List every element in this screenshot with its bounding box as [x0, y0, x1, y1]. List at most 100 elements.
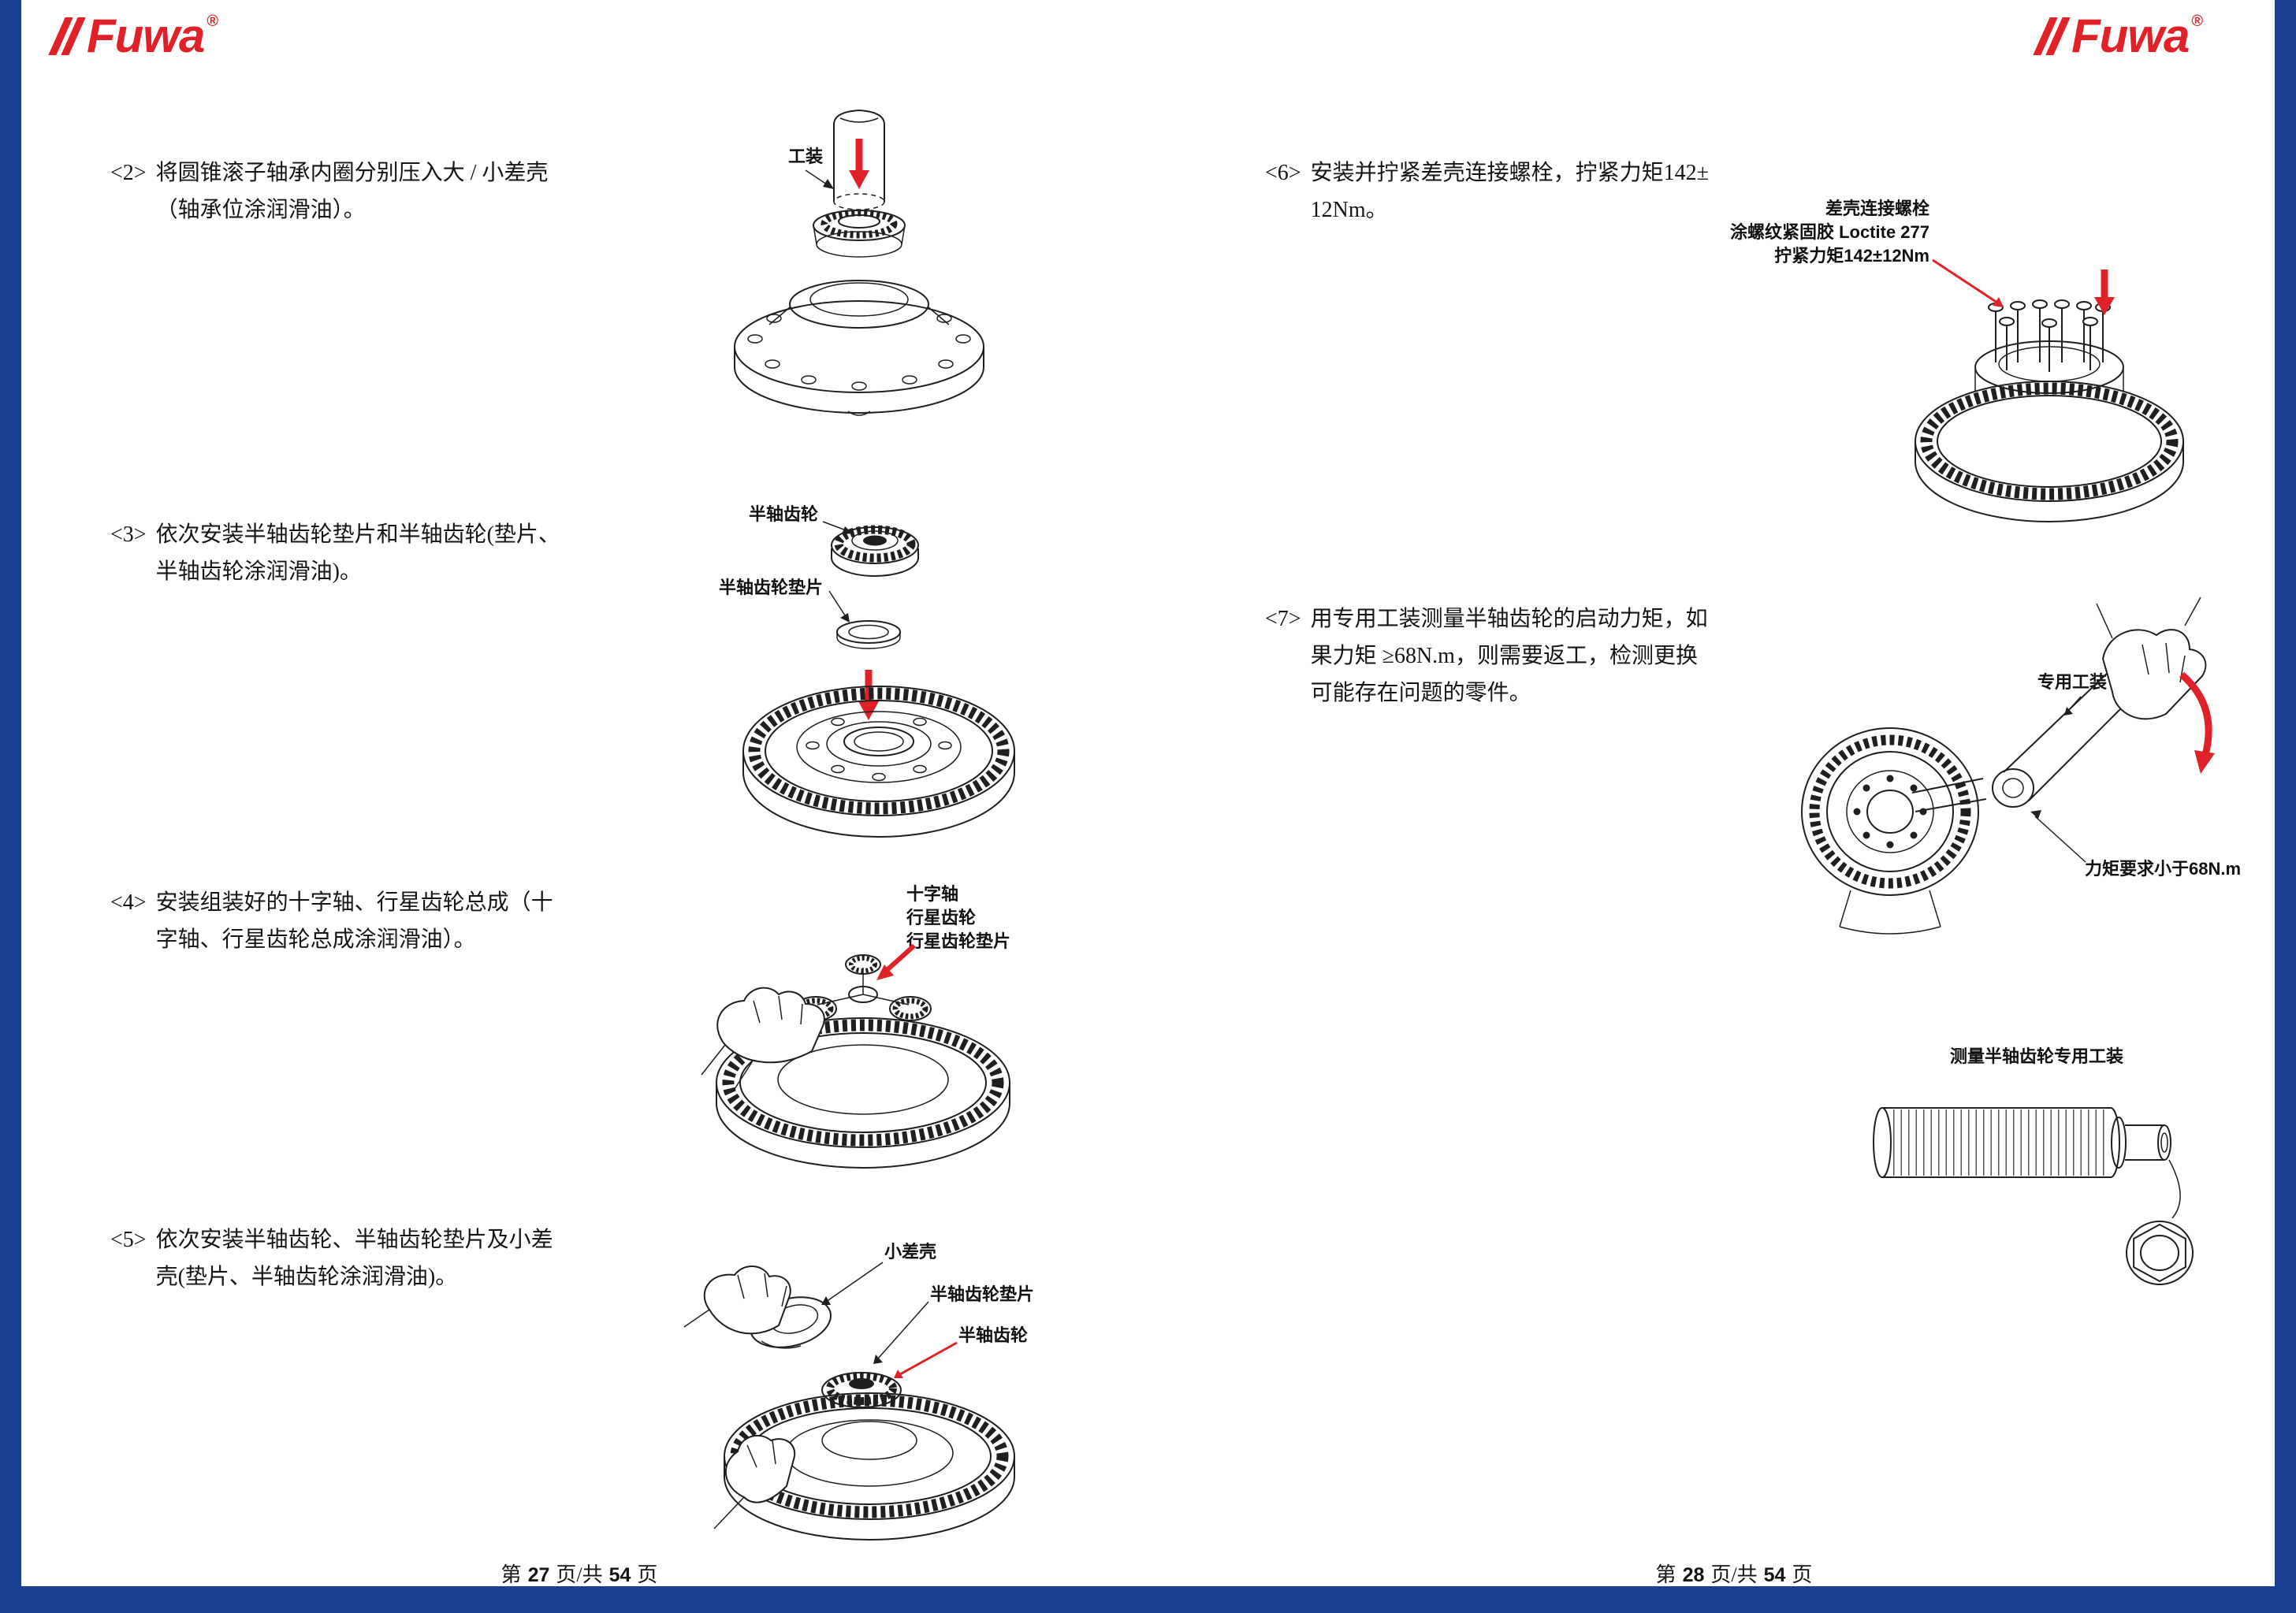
step-number: <2> — [110, 161, 147, 185]
registered-mark: ® — [2191, 13, 2204, 30]
page-border-left — [0, 0, 21, 1613]
figure-side-gear-install — [742, 521, 1015, 838]
step-text: 依次安装半轴齿轮、半轴齿轮垫片及小差 壳(垫片、半轴齿轮涂润滑油)。 — [156, 1221, 553, 1295]
label-planet-gear: 行星齿轮 — [906, 908, 977, 927]
footer-text: 页/共 — [556, 1563, 603, 1586]
step-text: 将圆锥滚子轴承内圈分别压入大 / 小差壳 （轴承位涂润滑油）。 — [156, 154, 549, 229]
label-cross-shaft: 十字轴 — [906, 884, 959, 904]
step-2: <2> 将圆锥滚子轴承内圈分别压入大 / 小差壳 （轴承位涂润滑油）。 — [110, 154, 548, 229]
label-planet-gear-shim: 行星齿轮垫片 — [906, 931, 1011, 951]
red-leader-arrow-icon — [1932, 258, 2004, 307]
step-line: 用专用工装测量半轴齿轮的启动力矩，如 — [1310, 607, 1708, 631]
brand-name: Fuwa — [87, 9, 205, 62]
label-bolt-title: 差壳连接螺栓 — [1825, 199, 1929, 218]
label-tool: 工装 — [788, 147, 824, 166]
footer-text: 页 — [637, 1563, 658, 1586]
step-4: <4> 安装组装好的十字轴、行星齿轮总成（十 字轴、行星齿轮总成涂润滑油）。 — [110, 884, 553, 958]
spline-shaft-drawing — [1873, 1107, 2171, 1178]
hand-drawing — [683, 1265, 796, 1529]
label-special-tool: 专用工装 — [2037, 672, 2108, 692]
label-spider-assembly: 十字轴 行星齿轮 行星齿轮垫片 — [906, 883, 1010, 953]
label-torque-limit: 力矩要求小于68N.m — [2085, 859, 2242, 879]
side-gear-drawing — [821, 1372, 902, 1408]
figure-spline-tool — [1873, 1107, 2194, 1285]
label-side-gear-shim-2: 半轴齿轮垫片 — [930, 1284, 1035, 1304]
step-line: 12Nm。 — [1310, 198, 1388, 222]
bolts-drawing — [1988, 299, 2111, 372]
page-border-right — [2275, 0, 2296, 1613]
step-7: <7> 用专用工装测量半轴齿轮的启动力矩，如 果力矩 ≥68N.m，则需要返工，… — [1265, 600, 1708, 712]
step-line: 壳(垫片、半轴齿轮涂润滑油)。 — [155, 1265, 458, 1289]
label-side-gear: 半轴齿轮 — [749, 504, 819, 524]
step-5: <5> 依次安装半轴齿轮、半轴齿轮垫片及小差 壳(垫片、半轴齿轮涂润滑油)。 — [110, 1221, 553, 1295]
step-text: 依次安装半轴齿轮垫片和半轴齿轮(垫片、 半轴齿轮涂润滑油)。 — [156, 516, 560, 590]
step-line: 将圆锥滚子轴承内圈分别压入大 / 小差壳 — [155, 161, 549, 185]
step-number: <7> — [1265, 607, 1301, 631]
leader-line — [2168, 1159, 2181, 1219]
side-gear-drawing — [822, 521, 919, 577]
registered-mark: ® — [207, 13, 219, 30]
label-side-gear-shim: 半轴齿轮垫片 — [719, 578, 824, 597]
differential-case-drawing — [1974, 340, 2124, 394]
step-line: 果力矩 ≥68N.m，则需要返工，检测更换 — [1310, 644, 1698, 668]
ring-gear-drawing — [1915, 381, 2184, 522]
taper-roller-bearing-drawing — [813, 209, 906, 258]
footer-text: 第 — [1655, 1563, 1676, 1586]
step-line: 字轴、行星齿轮总成涂润滑油）。 — [155, 927, 476, 952]
footer-page-number: 28 — [1682, 1564, 1705, 1586]
footer-page-number: 27 — [527, 1564, 550, 1586]
figure-case-bolts — [1915, 258, 2184, 522]
brand-name: Fuwa — [2071, 9, 2190, 62]
wrench-tool-drawing — [1911, 671, 2132, 812]
red-arrow-down-icon — [2094, 269, 2115, 315]
leader-lines — [821, 1262, 958, 1378]
step-line: 安装组装好的十字轴、行星齿轮总成（十 — [155, 890, 553, 915]
footer-total-pages: 54 — [608, 1564, 631, 1586]
label-case-bolts: 差壳连接螺栓 涂螺纹紧固胶 Loctite 277 拧紧力矩142±12Nm — [1691, 197, 1929, 268]
label-side-gear-2: 半轴齿轮 — [958, 1325, 1029, 1345]
label-small-case: 小差壳 — [884, 1242, 937, 1262]
step-line: 半轴齿轮涂润滑油)。 — [155, 559, 362, 584]
label-bolt-torque: 拧紧力矩142±12Nm — [1774, 246, 1929, 266]
differential-case-drawing — [734, 280, 984, 416]
figure-press-bearing — [734, 109, 984, 416]
step-text: 安装并拧紧差壳连接螺栓，拧紧力矩142± 12Nm。 — [1311, 154, 1709, 229]
hand-drawing — [2096, 597, 2207, 720]
step-number: <3> — [110, 522, 147, 547]
side-gear-shim-drawing — [828, 590, 901, 649]
step-text: 安装组装好的十字轴、行星齿轮总成（十 字轴、行星齿轮总成涂润滑油）。 — [156, 884, 553, 958]
figure-torque-measurement — [1801, 597, 2215, 935]
fuwa-logo-left: Fuwa ® — [48, 9, 219, 62]
red-curved-arrow-icon — [2179, 671, 2215, 774]
page-border-bottom — [0, 1586, 2296, 1613]
ring-gear-drawing — [742, 686, 1015, 838]
footer-text: 第 — [501, 1563, 522, 1586]
step-number: <6> — [1265, 161, 1301, 185]
step-line: 安装并拧紧差壳连接螺栓，拧紧力矩142± — [1310, 161, 1709, 185]
figure-side-gear-case-install — [683, 1262, 1015, 1541]
step-text: 用专用工装测量半轴齿轮的启动力矩，如 果力矩 ≥68N.m，则需要返工，检测更换… — [1311, 600, 1708, 712]
press-tool-drawing — [805, 109, 885, 210]
label-measure-tool: 测量半轴齿轮专用工装 — [1950, 1046, 2124, 1066]
footer-total-pages: 54 — [1763, 1564, 1786, 1586]
label-bolt-glue: 涂螺纹紧固胶 Loctite 277 — [1729, 222, 1929, 242]
step-3: <3> 依次安装半轴齿轮垫片和半轴齿轮(垫片、 半轴齿轮涂润滑油)。 — [110, 516, 560, 590]
fuwa-logo-right: Fuwa ® — [2033, 9, 2204, 62]
step-line: 依次安装半轴齿轮垫片和半轴齿轮(垫片、 — [155, 522, 560, 547]
step-line: （轴承位涂润滑油）。 — [155, 198, 366, 222]
red-arrow-icon — [876, 943, 917, 980]
figure-spider-install — [701, 943, 1010, 1169]
footer-text: 页/共 — [1710, 1563, 1758, 1586]
step-number: <4> — [110, 890, 147, 915]
footer-text: 页 — [1792, 1563, 1813, 1586]
step-line: 依次安装半轴齿轮、半轴齿轮垫片及小差 — [155, 1228, 553, 1252]
step-6: <6> 安装并拧紧差壳连接螺栓，拧紧力矩142± 12Nm。 — [1265, 154, 1709, 229]
step-number: <5> — [110, 1228, 147, 1252]
step-line: 可能存在问题的零件。 — [1310, 681, 1531, 705]
leader-lines — [2030, 696, 2086, 863]
differential-drawing — [1801, 727, 1979, 935]
hand-drawing — [701, 987, 825, 1090]
